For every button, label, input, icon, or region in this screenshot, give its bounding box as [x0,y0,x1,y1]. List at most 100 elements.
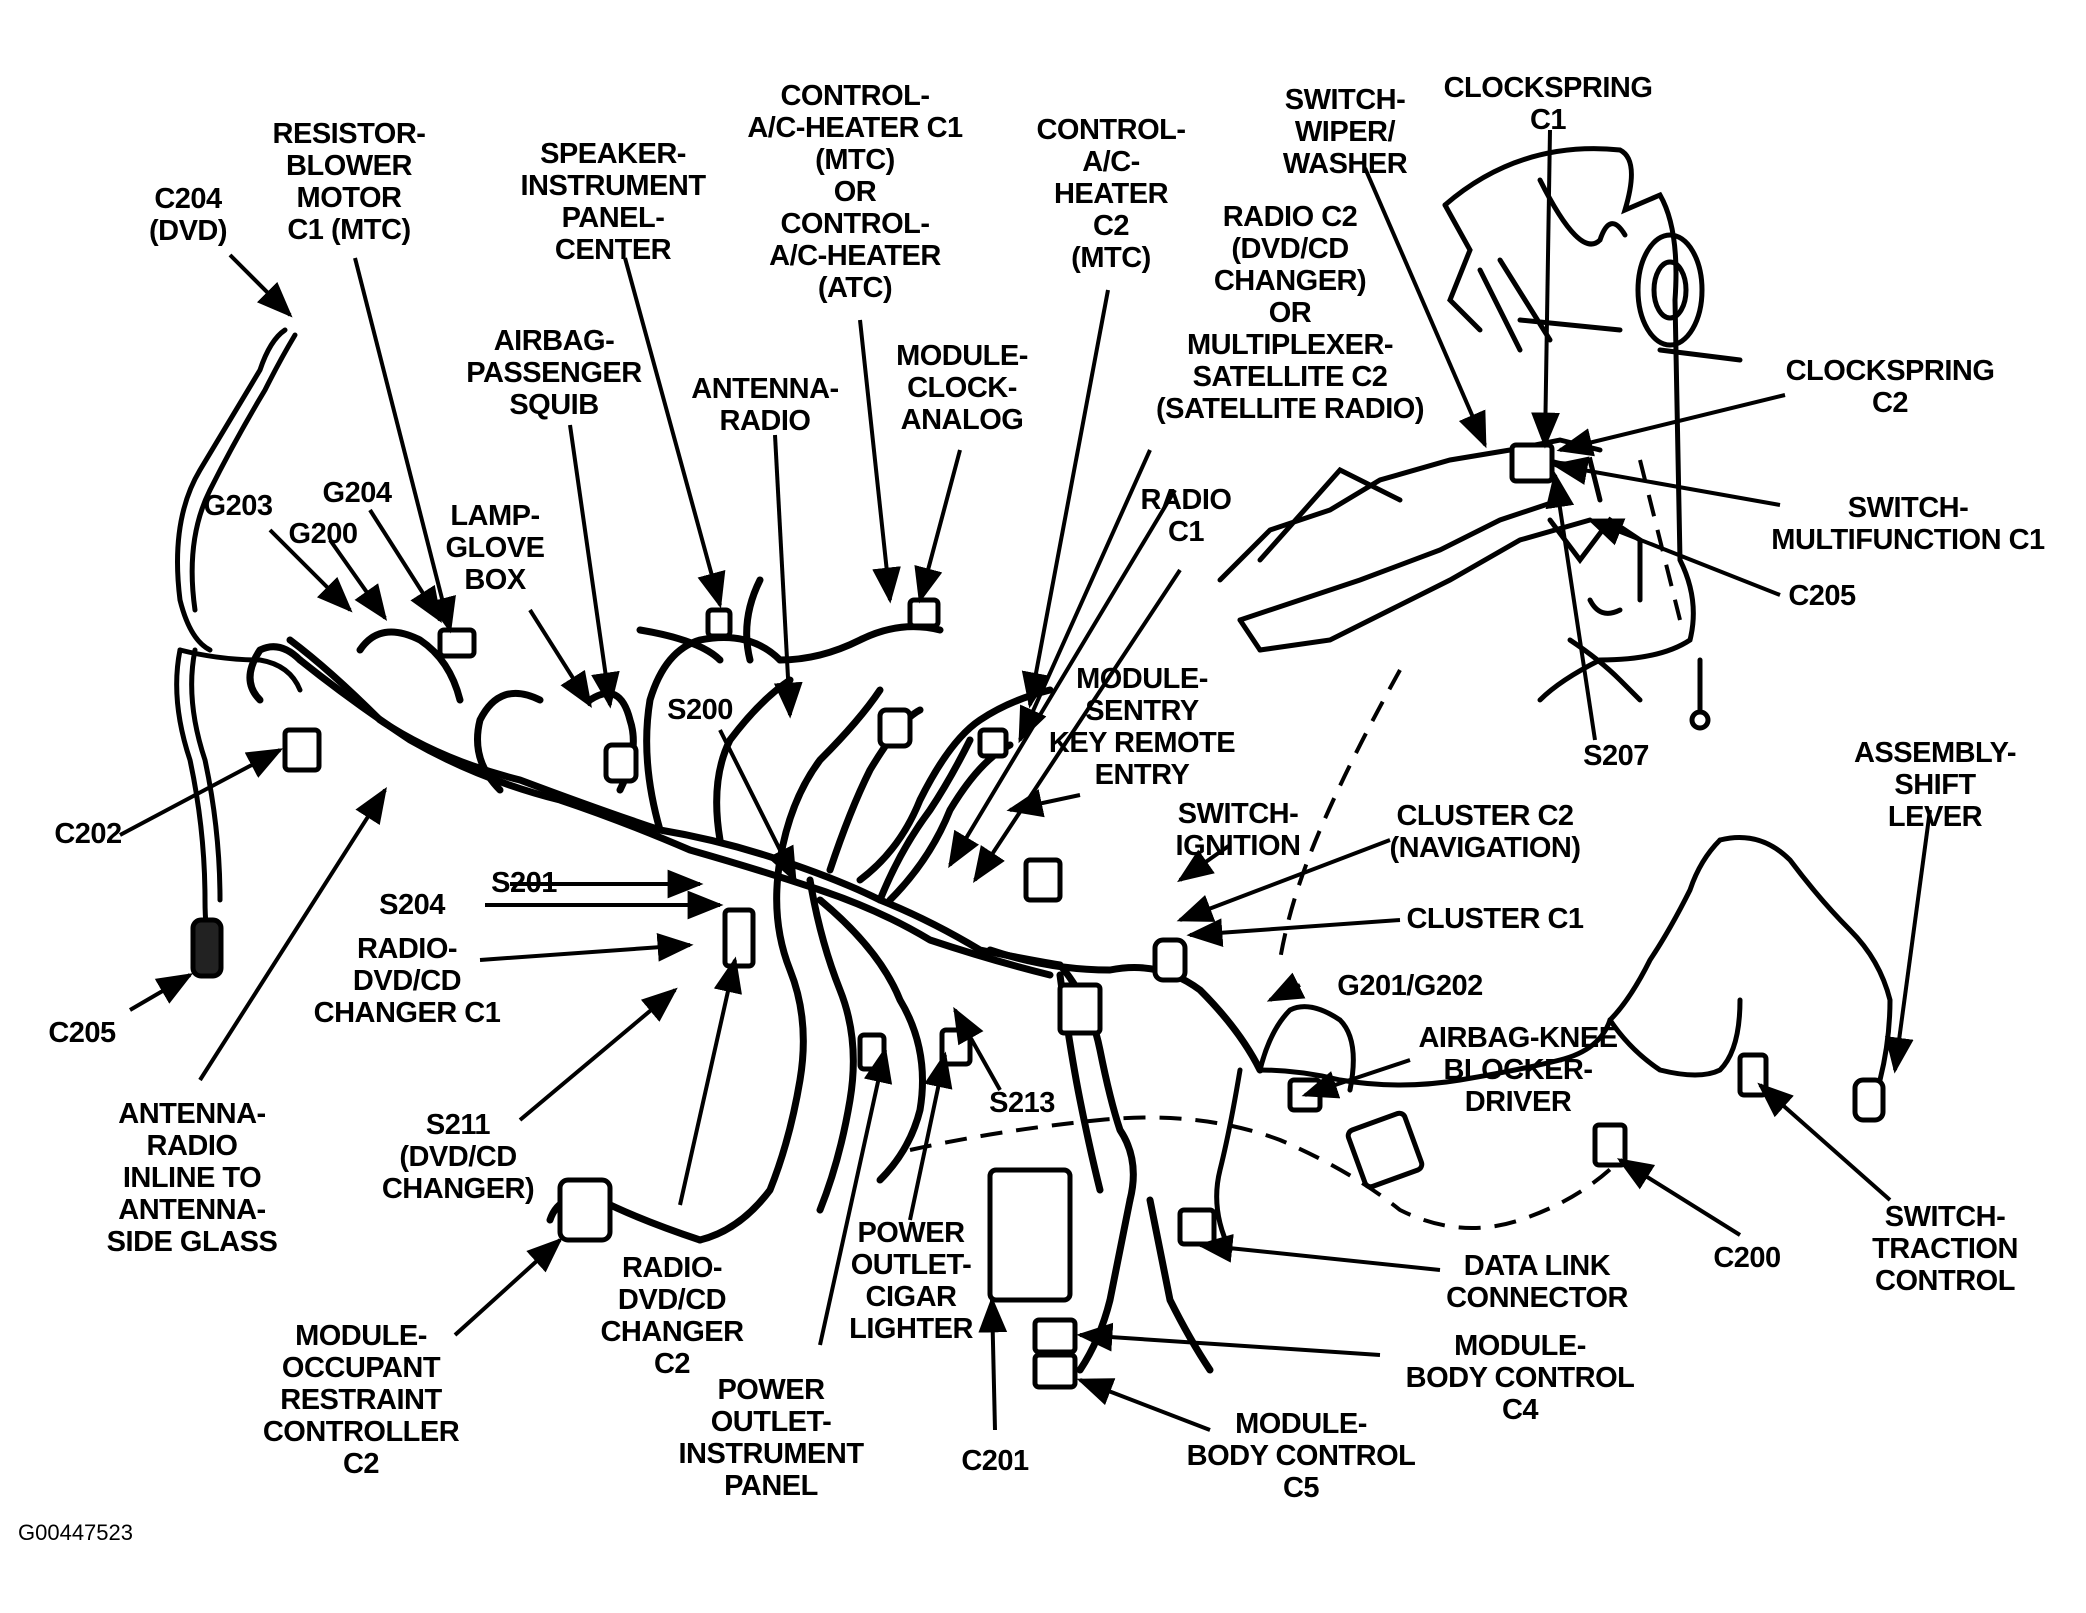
label-switch-ignition: SWITCH-IGNITION [1176,798,1301,862]
label-line: C2 [1092,210,1130,242]
label-line: C1 [1167,516,1205,548]
label-line: ASSEMBLY- [1853,737,2017,769]
label-line: BLOWER [286,150,412,182]
label-line: ANALOG [900,404,1024,436]
label-line: INLINE TO [122,1162,262,1194]
label-line: RESTRAINT [280,1384,442,1416]
label-line: A/C-HEATER [769,240,941,272]
label-line: C1 (MTC) [287,214,411,246]
label-switch-wiper-washer: SWITCH-WIPER/WASHER [1283,84,1408,180]
label-line: CHANGER C1 [313,997,501,1029]
label-c200: C200 [1713,1242,1781,1274]
label-line: G204 [322,477,392,509]
label-cluster-c2-navigation: CLUSTER C2(NAVIGATION) [1389,800,1581,864]
label-line: GLOVE [445,532,545,564]
label-line: INSTRUMENT [678,1438,864,1470]
label-line: CLOCK- [907,372,1017,404]
label-line: POWER [857,1217,965,1249]
left-branch [174,327,303,953]
label-line: C1 [1529,104,1567,136]
label-module-clock-analog: MODULE-CLOCK-ANALOG [896,340,1028,436]
label-line: C204 [154,183,222,215]
label-line: HEATER [1053,178,1169,210]
label-line: SWITCH- [1847,492,1969,524]
label-line: S204 [379,889,445,921]
label-line: C4 [1501,1394,1539,1426]
label-line: KEY REMOTE [1048,727,1236,759]
label-c204-dvd: C204(DVD) [148,183,228,247]
label-g201-g202: G201/G202 [1337,970,1483,1002]
label-line: SWITCH- [1884,1201,2006,1233]
label-s201: S201 [491,867,557,899]
label-line: DVD/CD [352,965,462,997]
label-line: BOX [464,564,526,596]
label-line: G200 [288,518,358,550]
label-line: AIRBAG- [493,325,615,357]
label-line: C205 [1788,580,1856,612]
label-line: CONNECTOR [1446,1282,1628,1314]
label-line: BODY CONTROL [1405,1362,1635,1394]
label-s207: S207 [1583,740,1649,772]
label-line: SWITCH- [1284,84,1406,116]
label-line: ANTENNA- [691,373,839,405]
label-line: SENTRY [1085,695,1199,727]
label-s200: S200 [667,694,733,726]
label-g203: G203 [204,490,273,522]
label-line: PASSENGER [466,357,642,389]
label-line: PANEL- [561,202,665,234]
label-line: MODULE- [896,340,1028,372]
label-line: (DVD) [148,215,228,247]
label-line: CIGAR [865,1281,957,1313]
label-line: PANEL [724,1470,818,1502]
label-line: SQUIB [509,389,599,421]
label-line: DVD/CD [617,1284,727,1316]
label-line: CHANGER [600,1316,744,1348]
label-line: OR [1268,297,1312,329]
label-line: C5 [1282,1472,1320,1504]
label-line: (ATC) [817,272,893,304]
label-line: WIPER/ [1294,116,1396,148]
label-line: OUTLET- [850,1249,972,1281]
label-line: RADIO- [621,1252,723,1284]
label-line: RADIO [1140,484,1232,516]
label-s204: S204 [379,889,445,921]
label-line: OCCUPANT [281,1352,441,1384]
label-line: C200 [1713,1242,1781,1274]
label-line: LAMP- [450,500,540,532]
label-c202: C202 [54,818,122,850]
label-line: TRACTION [1872,1233,2018,1265]
label-line: S211 [425,1109,491,1141]
label-line: RADIO C2 [1222,201,1358,233]
label-line: LEVER [1887,801,1983,833]
label-line: BODY CONTROL [1186,1440,1416,1472]
connectors [190,442,1886,1390]
label-line: A/C-HEATER C1 [747,112,963,144]
label-line: MODULE- [295,1320,427,1352]
label-switch-multifunction-c1: SWITCH-MULTIFUNCTION C1 [1771,492,2045,556]
label-line: G203 [203,490,273,522]
label-line: C2 [342,1448,380,1480]
label-line: S201 [491,867,557,899]
label-line: C201 [961,1445,1029,1477]
label-line: SWITCH- [1177,798,1299,830]
label-line: MODULE- [1076,663,1208,695]
label-line: (DVD/CD [399,1141,517,1173]
label-line: CONTROL- [780,80,930,112]
label-line: DATA LINK [1463,1250,1611,1282]
